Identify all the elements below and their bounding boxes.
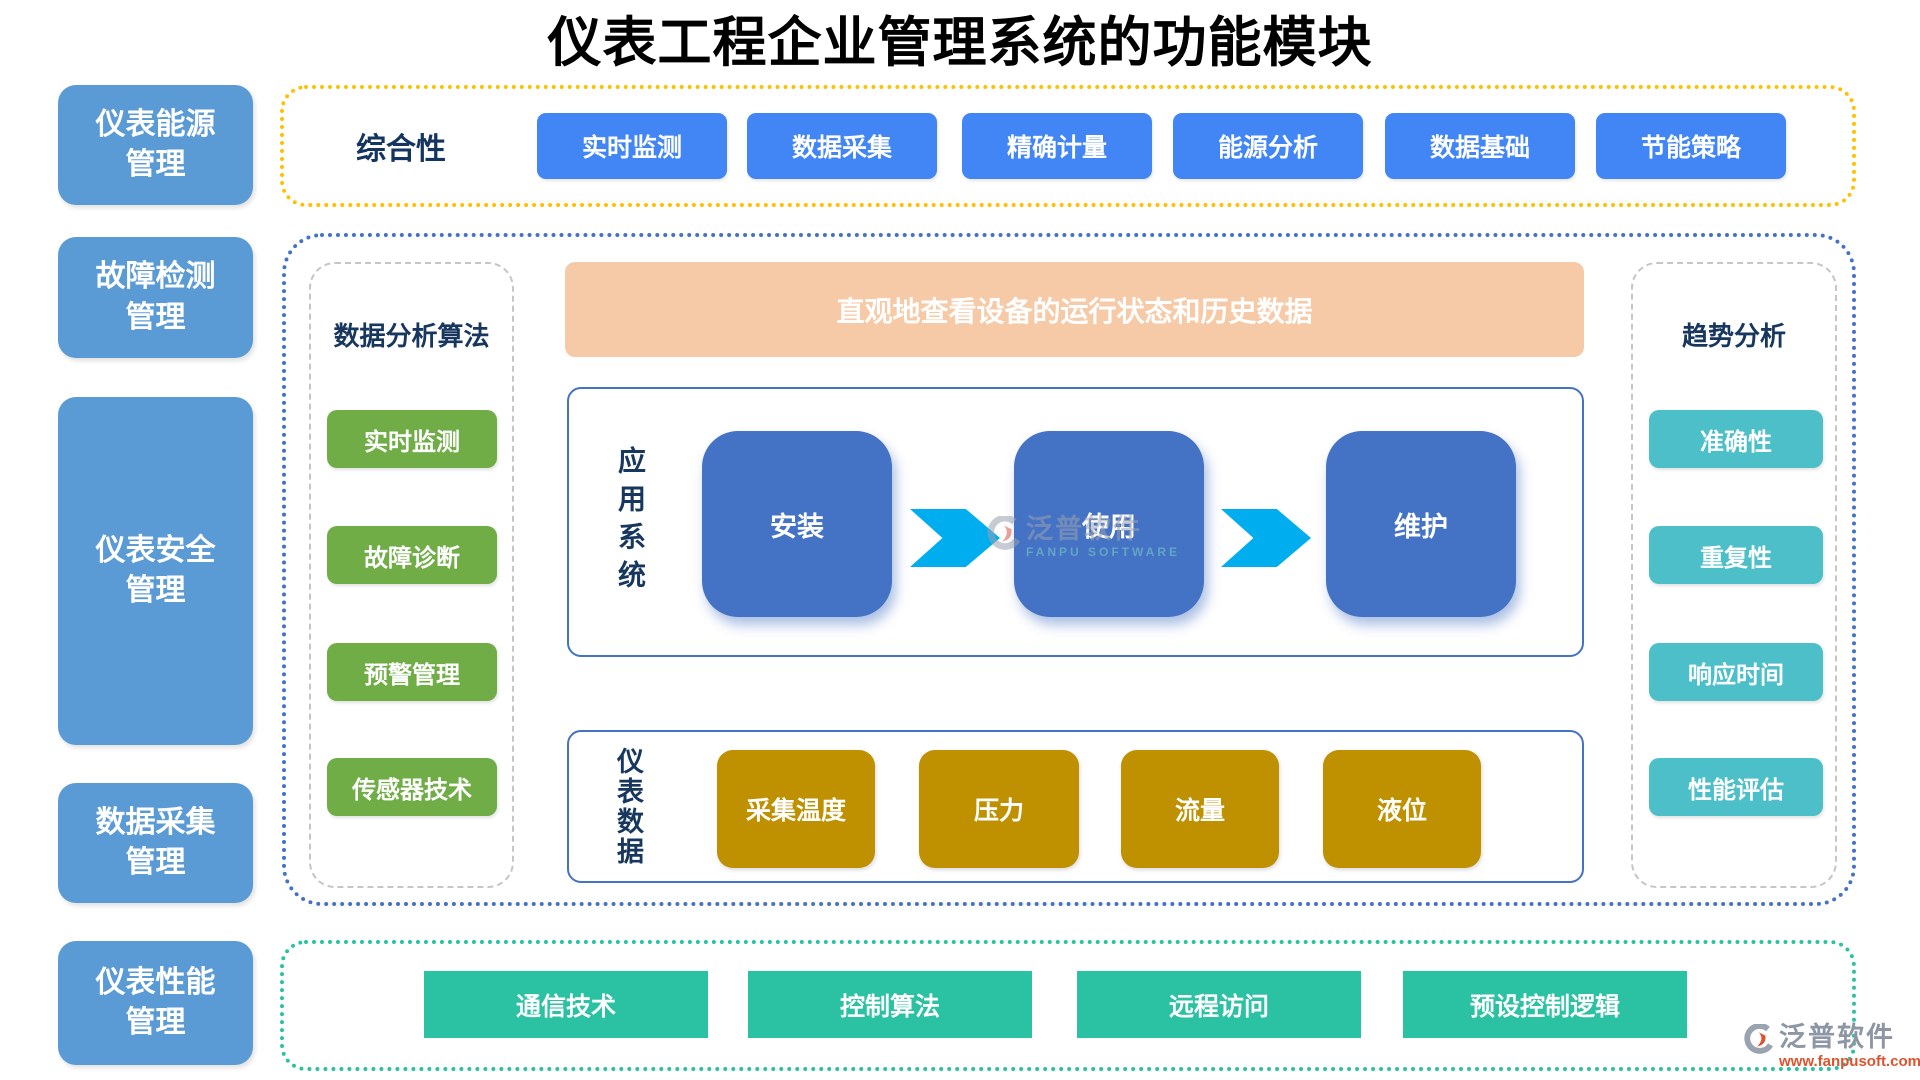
- fanpu-logo-icon: [1743, 1024, 1773, 1054]
- data-item-pressure: 压力: [919, 750, 1079, 868]
- instrument-data-box: 仪表数据 采集温度 压力 流量 液位: [567, 730, 1584, 883]
- data-item-temperature: 采集温度: [717, 750, 875, 868]
- overview-button-energy-saving: 节能策略: [1596, 113, 1786, 179]
- analysis-button-fault-diagnosis: 故障诊断: [327, 526, 497, 584]
- sidebar-item-safety-management: 仪表安全管理: [58, 397, 253, 745]
- overview-button-accurate-metering: 精确计量: [962, 113, 1152, 179]
- overview-label: 综合性: [356, 133, 446, 166]
- overview-button-energy-analysis: 能源分析: [1173, 113, 1363, 179]
- flow-arrow-icon: [1221, 509, 1311, 567]
- analysis-button-sensor-technology: 传感器技术: [327, 758, 497, 816]
- page-title: 仪表工程企业管理系统的功能模块: [547, 13, 1373, 73]
- analysis-button-warning-management: 预警管理: [327, 643, 497, 701]
- watermark-brand: 泛普软件: [1026, 514, 1142, 544]
- app-system-label: 应用系统: [614, 446, 645, 598]
- app-step-install: 安装: [702, 431, 892, 617]
- sidebar-item-performance-management: 仪表性能管理: [58, 941, 253, 1065]
- core-section: 数据分析算法 实时监测 故障诊断 预警管理 传感器技术 直观地查看设备的运行状态…: [282, 233, 1856, 906]
- overview-button-data-foundation: 数据基础: [1385, 113, 1575, 179]
- trend-button-performance-evaluation: 性能评估: [1649, 758, 1823, 816]
- overview-button-data-collection: 数据采集: [747, 113, 937, 179]
- status-banner: 直观地查看设备的运行状态和历史数据: [565, 262, 1584, 357]
- sidebar-item-label: 仪表能源管理: [95, 107, 216, 182]
- instrument-data-label: 仪表数据: [613, 746, 643, 867]
- sidebar-item-label: 仪表安全管理: [95, 533, 216, 608]
- trend-button-repeatability: 重复性: [1649, 526, 1823, 584]
- trend-button-response-time: 响应时间: [1649, 643, 1823, 701]
- sidebar-item-fault-detection: 故障检测管理: [58, 237, 253, 358]
- analysis-column: 数据分析算法 实时监测 故障诊断 预警管理 传感器技术: [309, 262, 514, 888]
- watermark-corner: 泛普软件 www.fanpusoft.com: [1743, 1024, 1920, 1069]
- overview-section: 综合性 实时监测 数据采集 精确计量 能源分析 数据基础 节能策略: [280, 85, 1856, 207]
- control-section: 通信技术 控制算法 远程访问 预设控制逻辑: [280, 940, 1856, 1071]
- app-system-box: 应用系统 安装 使用 维护: [567, 387, 1584, 657]
- data-item-level: 液位: [1323, 750, 1481, 868]
- data-item-flow: 流量: [1121, 750, 1279, 868]
- control-button-communication: 通信技术: [424, 971, 708, 1038]
- overview-button-realtime-monitor: 实时监测: [537, 113, 727, 179]
- control-button-algorithm: 控制算法: [748, 971, 1032, 1038]
- sidebar-item-energy-management: 仪表能源管理: [58, 85, 253, 205]
- sidebar-item-label: 仪表性能管理: [95, 965, 216, 1040]
- analysis-label: 数据分析算法: [333, 322, 490, 351]
- app-step-maintain: 维护: [1326, 431, 1516, 617]
- trend-column: 趋势分析 准确性 重复性 响应时间 性能评估: [1631, 262, 1837, 888]
- sidebar-item-data-collection: 数据采集管理: [58, 783, 253, 903]
- trend-button-accuracy: 准确性: [1649, 410, 1823, 468]
- trend-label: 趋势分析: [1681, 322, 1786, 351]
- fanpu-logo-icon: [986, 516, 1020, 550]
- watermark-brand: 泛普软件: [1779, 1022, 1895, 1052]
- analysis-button-realtime-monitor: 实时监测: [327, 410, 497, 468]
- control-button-preset-logic: 预设控制逻辑: [1403, 971, 1687, 1038]
- sidebar-item-label: 数据采集管理: [95, 805, 216, 880]
- watermark-center: 泛普软件 FANPU SOFTWARE: [986, 516, 1180, 558]
- sidebar-item-label: 故障检测管理: [95, 260, 216, 334]
- watermark-url: www.fanpusoft.com: [1779, 1053, 1920, 1070]
- app-step-use: 使用: [1014, 431, 1204, 617]
- control-button-remote-access: 远程访问: [1077, 971, 1361, 1038]
- watermark-brand-en: FANPU SOFTWARE: [1026, 545, 1181, 559]
